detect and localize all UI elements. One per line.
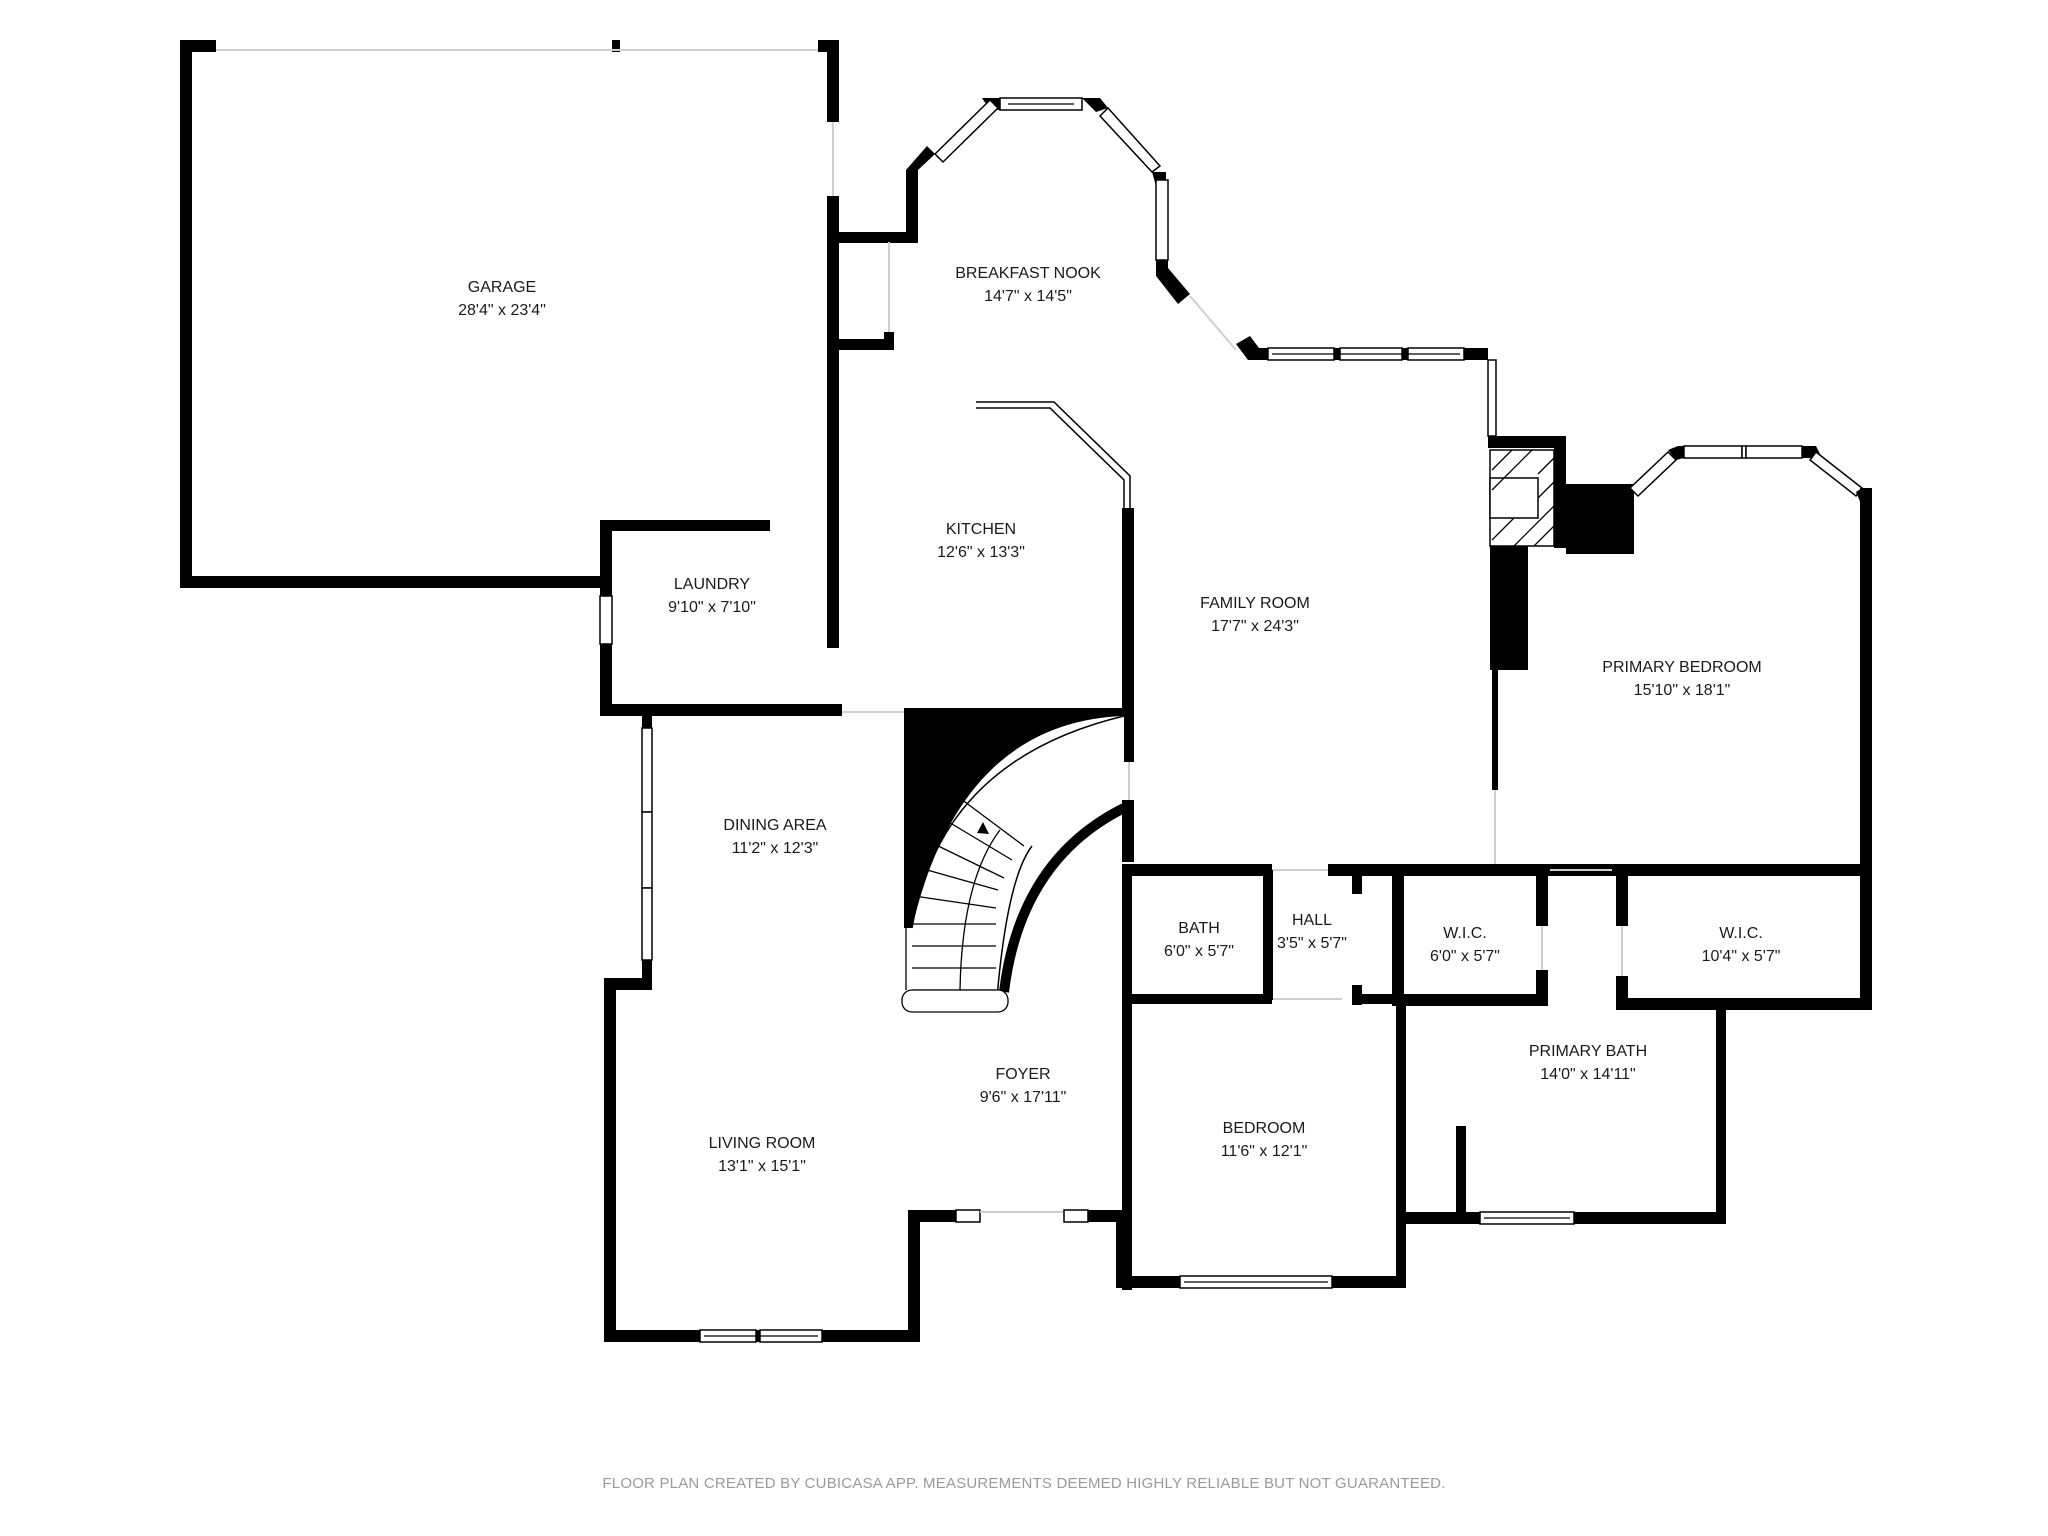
room-dimensions: 14'7" x 14'5" bbox=[984, 288, 1072, 305]
room-label-primary-bedroom: PRIMARY BEDROOM 15'10" x 18'1" bbox=[1602, 656, 1761, 702]
room-name: PRIMARY BATH bbox=[1528, 1043, 1648, 1060]
room-name: BEDROOM bbox=[1222, 1120, 1306, 1137]
room-label-bedroom: BEDROOM 11'6" x 12'1" bbox=[1221, 1117, 1308, 1163]
room-dimensions: 12'6" x 13'3" bbox=[937, 544, 1025, 561]
disclaimer-footer: FLOOR PLAN CREATED BY CUBICASA APP. MEAS… bbox=[602, 1475, 1446, 1492]
room-dimensions: 13'1" x 15'1" bbox=[718, 1158, 806, 1175]
room-label-foyer: FOYER 9'6" x 17'11" bbox=[980, 1063, 1067, 1109]
garage-walls bbox=[180, 40, 839, 588]
breakfast-nook-bay bbox=[906, 97, 1497, 437]
curved-staircase bbox=[901, 708, 1127, 1013]
room-dimensions: 9'10" x 7'10" bbox=[668, 599, 756, 616]
room-label-primary-bath: PRIMARY BATH 14'0" x 14'11" bbox=[1529, 1040, 1647, 1086]
room-dimensions: 11'6" x 12'1" bbox=[1220, 1143, 1308, 1160]
room-label-living-room: LIVING ROOM 13'1" x 15'1" bbox=[709, 1132, 816, 1178]
room-name: GARAGE bbox=[467, 279, 537, 296]
pantry-walls bbox=[839, 170, 918, 350]
room-dimensions: 10'4" x 5'7" bbox=[1701, 948, 1781, 965]
room-name: FOYER bbox=[995, 1066, 1051, 1083]
room-dimensions: 28'4" x 23'4" bbox=[458, 302, 546, 319]
room-label-garage: GARAGE 28'4" x 23'4" bbox=[458, 276, 546, 322]
room-label-breakfast-nook: BREAKFAST NOOK 14'7" x 14'5" bbox=[955, 262, 1101, 308]
room-name: LAUNDRY bbox=[673, 576, 751, 593]
room-label-dining-area: DINING AREA 11'2" x 12'3" bbox=[723, 814, 826, 860]
room-name: BATH bbox=[1178, 920, 1220, 937]
room-name: LIVING ROOM bbox=[708, 1135, 816, 1152]
room-dimensions: 14'0" x 14'11" bbox=[1540, 1066, 1636, 1083]
room-name: W.I.C. bbox=[1719, 925, 1763, 942]
living-dining-walls bbox=[604, 712, 1122, 1343]
room-label-wic-1: W.I.C. 6'0" x 5'7" bbox=[1430, 922, 1500, 968]
room-dimensions: 15'10" x 18'1" bbox=[1633, 682, 1731, 699]
room-dimensions: 17'7" x 24'3" bbox=[1211, 618, 1299, 635]
room-name: KITCHEN bbox=[945, 521, 1017, 538]
room-dimensions: 11'2" x 12'3" bbox=[731, 840, 819, 857]
room-dimensions: 6'0" x 5'7" bbox=[1164, 943, 1234, 960]
room-label-kitchen: KITCHEN 12'6" x 13'3" bbox=[937, 518, 1025, 564]
laundry-walls bbox=[599, 520, 904, 716]
room-label-laundry: LAUNDRY 9'10" x 7'10" bbox=[668, 573, 756, 619]
room-label-hall: HALL 3'5" x 5'7" bbox=[1277, 909, 1347, 955]
room-name: W.I.C. bbox=[1443, 925, 1487, 942]
room-dimensions: 6'0" x 5'7" bbox=[1430, 948, 1500, 965]
family-room-walls bbox=[1122, 436, 1634, 868]
room-name: BREAKFAST NOOK bbox=[955, 265, 1101, 282]
room-name: HALL bbox=[1291, 912, 1333, 929]
room-dimensions: 9'6" x 17'11" bbox=[979, 1089, 1067, 1106]
room-dimensions: 3'5" x 5'7" bbox=[1277, 935, 1347, 952]
room-label-wic-2: W.I.C. 10'4" x 5'7" bbox=[1702, 922, 1781, 968]
room-label-bath: BATH 6'0" x 5'7" bbox=[1164, 917, 1234, 963]
room-name: DINING AREA bbox=[723, 817, 827, 834]
room-label-family-room: FAMILY ROOM 17'7" x 24'3" bbox=[1200, 592, 1310, 638]
kitchen-counter bbox=[976, 401, 1134, 714]
room-name: PRIMARY BEDROOM bbox=[1602, 659, 1762, 676]
room-name: FAMILY ROOM bbox=[1200, 595, 1310, 612]
